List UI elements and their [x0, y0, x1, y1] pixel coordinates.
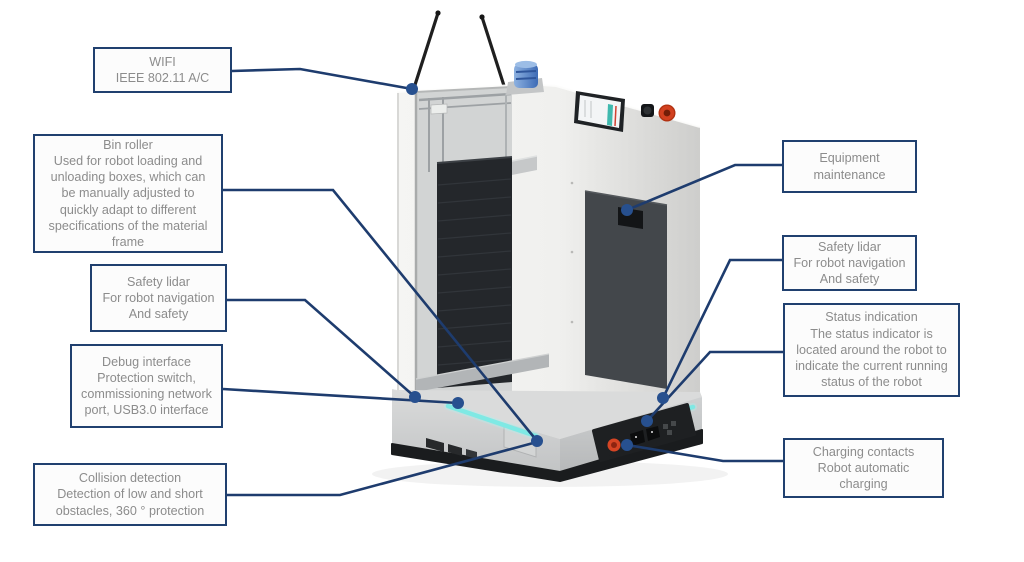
- callout-bin-roller: Bin roller Used for robot loading and un…: [33, 134, 223, 253]
- antenna-left: [412, 10, 441, 90]
- callout-equipment-maintenance: Equipment maintenance: [782, 140, 917, 193]
- callout-title: Charging contacts: [812, 444, 915, 459]
- connector-ports: [630, 421, 676, 446]
- leader-safety-lidar-right: [661, 258, 782, 399]
- callout-title: Safety lidar: [127, 274, 190, 289]
- leader-debug-interface: [222, 387, 459, 405]
- anchor-dot-wifi: [406, 83, 418, 95]
- callout-collision-detection: Collision detection Detection of low and…: [33, 463, 227, 526]
- charging-panel: [592, 403, 696, 462]
- anchor-dot-equipment-maintenance: [621, 204, 633, 216]
- side-ports: [426, 438, 477, 459]
- anchor-dot-charging-contacts: [621, 439, 633, 451]
- callout-body: For robot navigation And safety: [102, 290, 215, 322]
- callout-safety-lidar-right: Safety lidar For robot navigation And sa…: [782, 235, 917, 291]
- callout-title: Equipment maintenance: [813, 151, 886, 182]
- callout-title: Bin roller: [103, 137, 153, 152]
- callout-body: Used for robot loading and unloading box…: [48, 153, 208, 250]
- callout-title: Status indication: [825, 310, 918, 325]
- callout-body: Robot automatic charging: [817, 460, 910, 492]
- touchscreen: [574, 91, 625, 132]
- base-skirt: [391, 429, 703, 482]
- callout-status-indication: Status indication The status indicator i…: [783, 303, 960, 397]
- leader-wifi: [231, 67, 413, 91]
- leader-equipment-maintenance: [626, 163, 782, 212]
- callout-title: Collision detection: [78, 471, 182, 486]
- leader-collision-detection: [227, 440, 538, 497]
- callout-safety-lidar-left: Safety lidar For robot navigation And sa…: [90, 264, 227, 332]
- robot-base: [391, 389, 703, 482]
- beacon-light: [506, 60, 544, 95]
- callout-title: Safety lidar: [818, 239, 881, 254]
- leader-charging-contacts: [626, 443, 783, 463]
- power-button: [641, 104, 654, 117]
- callout-body: IEEE 802.11 A/C: [115, 71, 210, 85]
- callout-debug-interface: Debug interface Protection switch, commi…: [70, 344, 223, 428]
- estop-button-top: [658, 104, 676, 122]
- callout-title: WIFI: [149, 54, 176, 69]
- anchor-dot-status-indication: [641, 415, 653, 427]
- light-strip-left: [444, 402, 540, 440]
- callout-wifi: WIFI IEEE 802.11 A/C: [93, 47, 232, 93]
- anchor-dot-bin-roller: [531, 435, 543, 447]
- callout-body: For robot navigation And safety: [793, 255, 906, 287]
- anchor-dot-safety-lidar-left: [409, 391, 421, 403]
- leader-safety-lidar-left: [227, 298, 416, 398]
- anchor-dot-safety-lidar-right: [657, 392, 669, 404]
- callout-title: Debug interface: [102, 354, 191, 369]
- callout-body: Detection of low and short obstacles, 36…: [55, 487, 205, 518]
- maintenance-door: [584, 190, 668, 389]
- bin-rack: [414, 86, 550, 396]
- callout-charging-contacts: Charging contacts Robot automatic chargi…: [783, 438, 944, 498]
- leader-bin-roller: [223, 188, 539, 442]
- callout-body: Protection switch, commissioning network…: [81, 370, 212, 418]
- anchor-dot-debug-interface: [452, 397, 464, 409]
- antenna-right: [479, 14, 508, 94]
- callout-body: The status indicator is located around t…: [795, 326, 948, 390]
